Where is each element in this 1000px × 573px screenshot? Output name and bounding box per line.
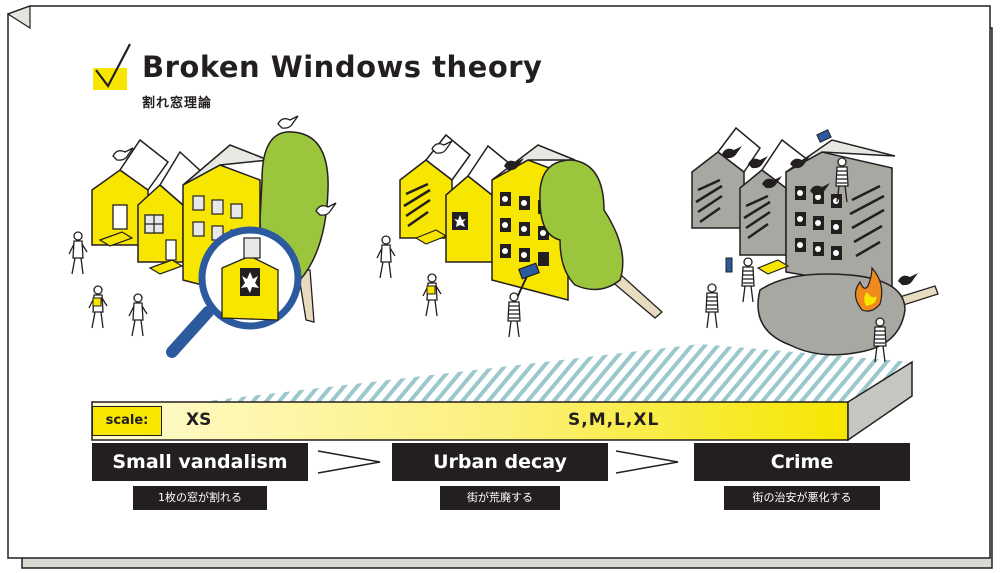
stage-urban-decay-desc: 街が荒廃する [440, 486, 560, 510]
page-title: Broken Windows theory [142, 50, 543, 84]
scale-end-label: S,M,L,XL [568, 410, 660, 430]
arrow-1 [317, 450, 381, 474]
stage-urban-decay: Urban decay [392, 443, 608, 481]
stage-crime: Crime [694, 443, 910, 481]
scale-start-label: XS [186, 410, 212, 430]
scene-urban-decay [376, 133, 663, 338]
stage-crime-desc: 街の治安が悪化する [724, 486, 880, 510]
stage-small-vandalism-desc: 1枚の窓が割れる [133, 486, 267, 510]
magnifying-glass-icon [166, 226, 302, 358]
arrow-2 [615, 450, 679, 474]
stage-small-vandalism: Small vandalism [92, 443, 308, 481]
escalation-slope [190, 344, 912, 403]
scene-crime [691, 126, 939, 363]
check-mark-icon [93, 43, 131, 90]
scene-small-vandalism [68, 115, 337, 358]
scale-label: scale: [92, 406, 162, 436]
page-subtitle: 割れ窓理論 [142, 96, 213, 111]
spray-can-icon [725, 257, 733, 273]
fire-icon [854, 266, 883, 312]
scale-bar [91, 360, 913, 442]
